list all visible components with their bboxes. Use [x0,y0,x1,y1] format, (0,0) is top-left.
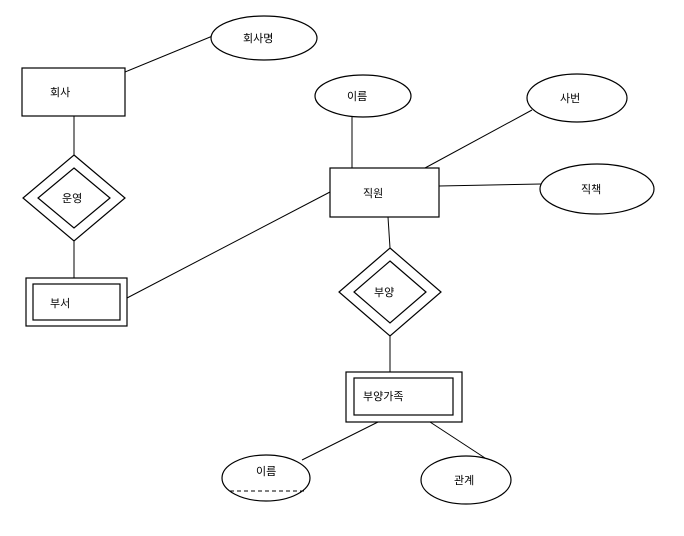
edge-employee-support [387,216,391,249]
entity-employee-label: 직원 [363,187,383,200]
attribute-employee-name-label: 이름 [347,90,367,103]
entity-department: 부서 [25,277,128,327]
edge-employee-position [438,183,542,187]
entity-dependent-family: 부양가족 [345,371,463,423]
entity-employee: 직원 [329,167,440,218]
attribute-position: 직책 [539,163,655,215]
attribute-relation: 관계 [420,455,512,505]
edge-company-companyname [124,34,216,73]
entity-company: 회사 [21,67,126,117]
relationship-operate: 운영 [22,154,126,242]
attribute-company-name-label: 회사명 [243,32,273,45]
edge-dependent-relation [429,421,486,459]
attribute-relation-label: 관계 [454,474,474,487]
attribute-position-label: 직책 [581,183,601,196]
entity-dependent-family-label: 부양가족 [363,390,403,403]
attribute-company-name: 회사명 [210,15,318,61]
attribute-employee-id-label: 사번 [560,92,580,105]
entity-department-label: 부서 [50,297,70,310]
edge-dependent-name [301,421,379,461]
relationship-operate-label: 운영 [62,192,82,205]
edge-employee-id [424,109,533,169]
attribute-employee-id: 사번 [526,73,628,123]
relationship-support: 부양 [338,247,442,337]
relationship-support-label: 부양 [374,286,394,299]
attribute-employee-name: 이름 [314,74,412,118]
edge-department-employee [126,191,331,299]
attribute-dependent-name: 이름 [221,454,311,502]
attribute-dependent-name-label: 이름 [256,465,276,478]
entity-company-label: 회사 [50,86,70,99]
